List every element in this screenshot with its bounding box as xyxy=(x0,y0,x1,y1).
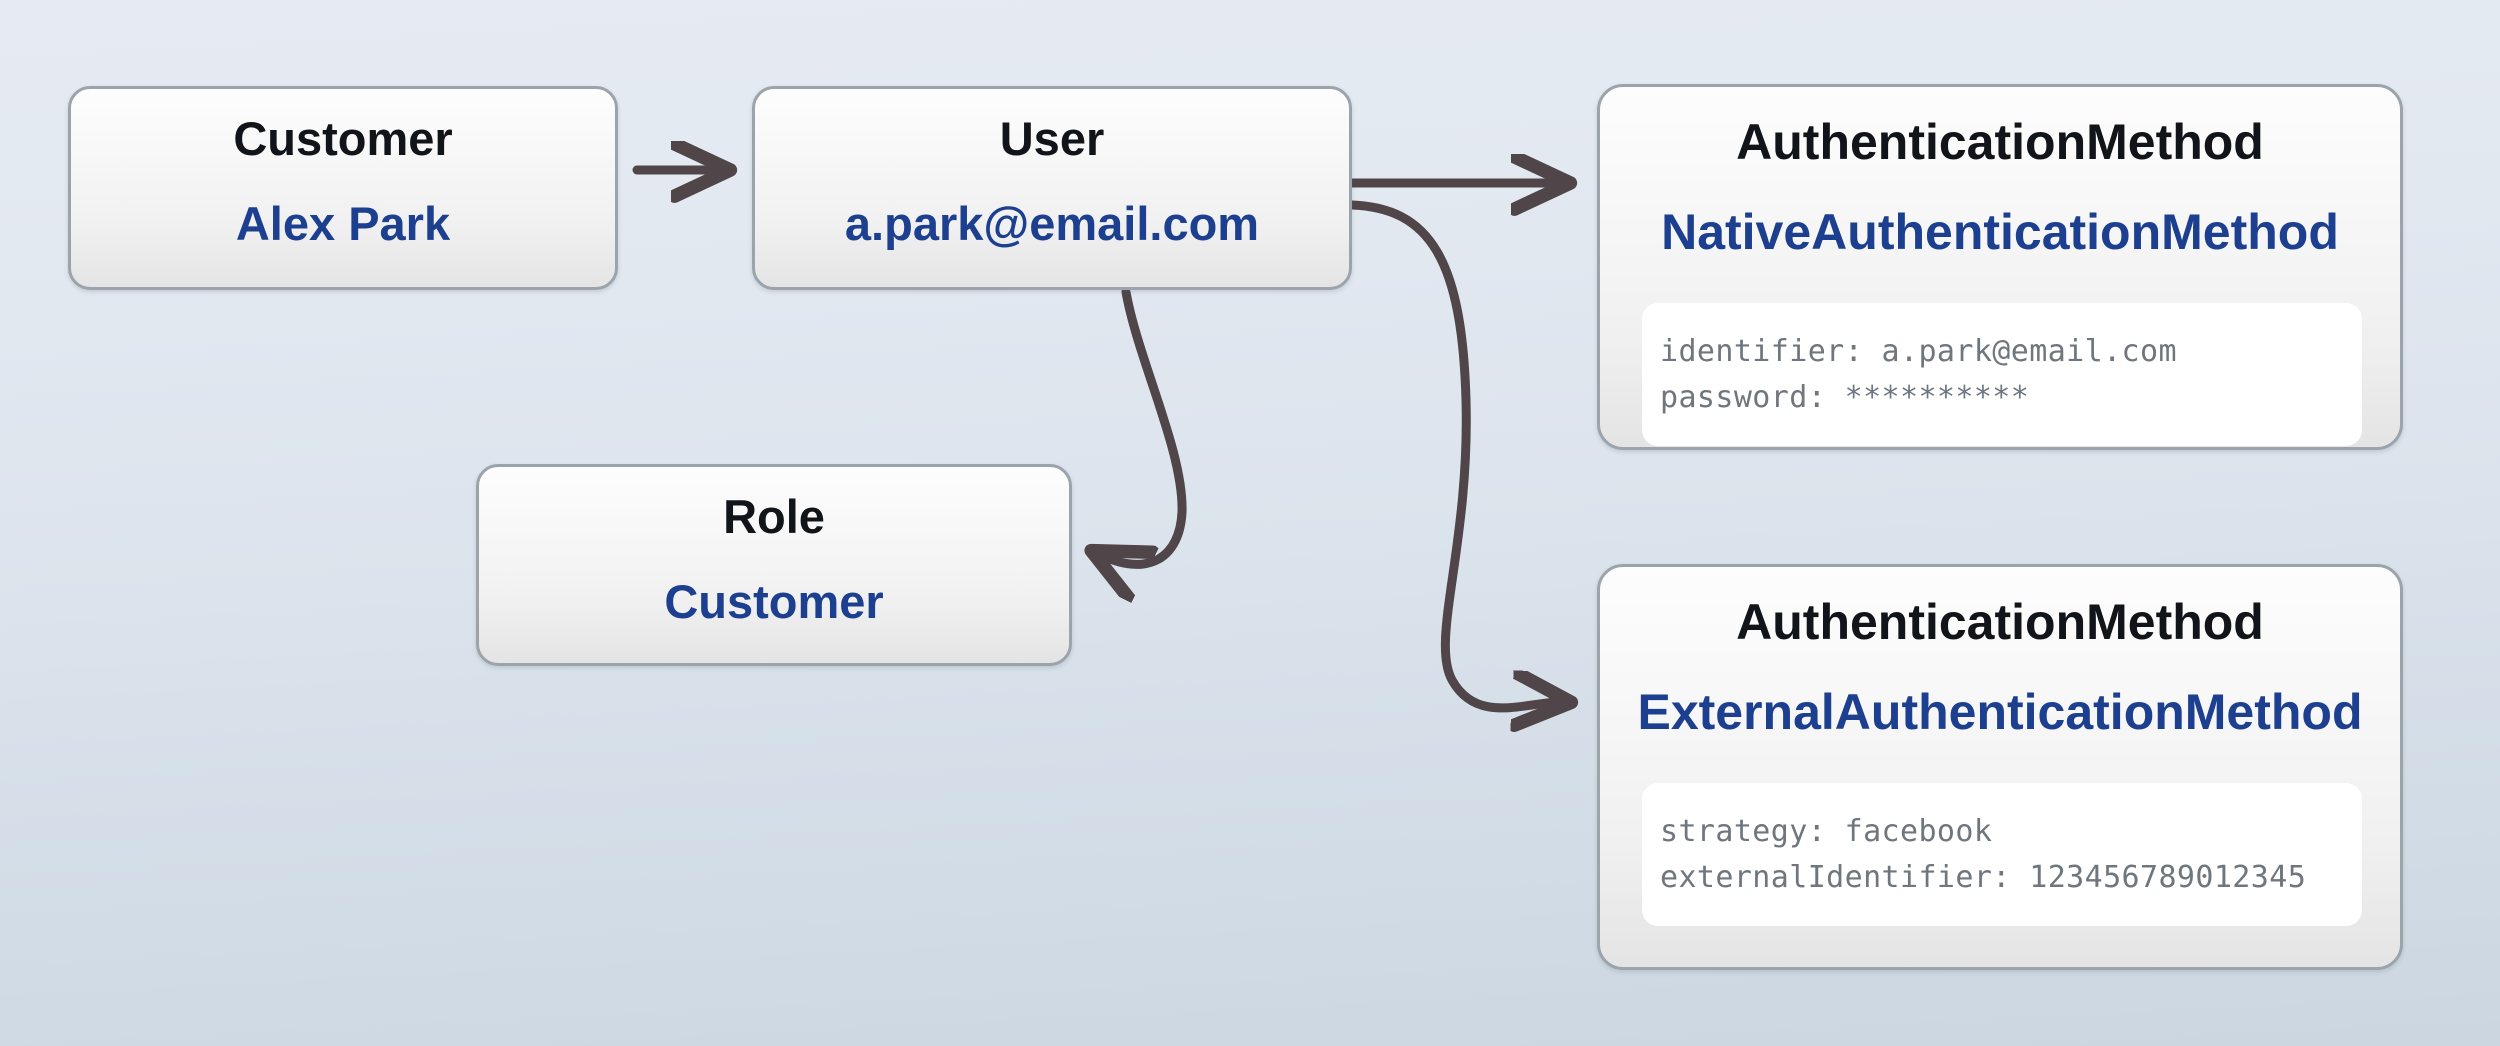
node-user[interactable]: User a.park@email.com xyxy=(752,86,1352,290)
node-external-authentication-method[interactable]: AuthenticationMethod ExternalAuthenticat… xyxy=(1597,564,2403,970)
node-native-auth-type: AuthenticationMethod xyxy=(1736,114,2264,170)
property-identifier: identifier: a.park@email.com xyxy=(1660,334,2177,369)
node-external-auth-type: AuthenticationMethod xyxy=(1736,594,2264,650)
property-external-identifier: externalIdentifier: 123456789012345 xyxy=(1660,859,2307,895)
node-native-authentication-method[interactable]: AuthenticationMethod NativeAuthenticatio… xyxy=(1597,84,2403,450)
node-role-type: Role xyxy=(723,490,825,543)
node-role-value: Customer xyxy=(664,575,884,628)
node-customer-value: Alex Park xyxy=(235,197,451,250)
edge-user-to-role xyxy=(1096,287,1187,564)
node-native-auth-value: NativeAuthenticationMethod xyxy=(1661,204,2339,260)
property-strategy: strategy: facebook xyxy=(1660,814,1993,849)
edge-user-to-external-auth xyxy=(1347,200,1566,708)
node-external-auth-value: ExternalAuthenticationMethod xyxy=(1637,684,2363,740)
node-customer[interactable]: Customer Alex Park xyxy=(68,86,618,290)
node-customer-type: Customer xyxy=(233,112,453,165)
node-user-type: User xyxy=(999,112,1105,165)
property-password: password: ********** xyxy=(1660,379,2030,415)
node-user-value: a.park@email.com xyxy=(844,197,1260,250)
node-external-auth-properties: strategy: facebook externalIdentifier: 1… xyxy=(1642,783,2362,927)
node-role[interactable]: Role Customer xyxy=(476,464,1072,666)
node-native-auth-properties: identifier: a.park@email.com password: *… xyxy=(1642,303,2362,447)
